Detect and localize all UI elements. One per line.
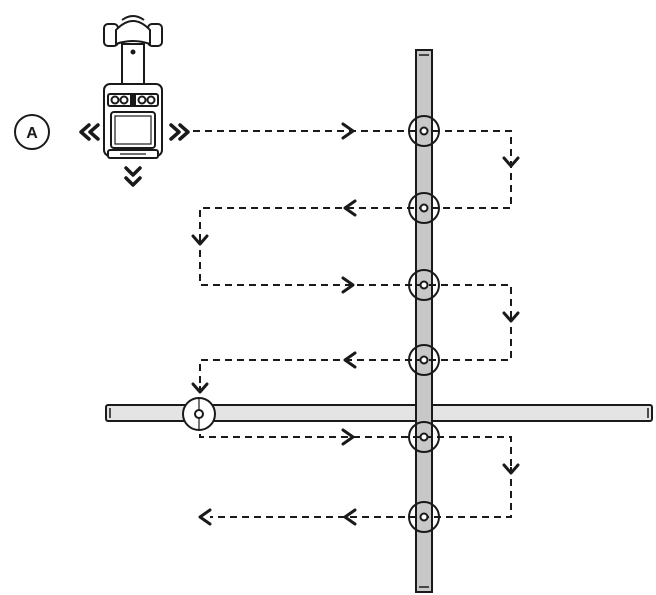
circled-target-icon <box>408 115 440 147</box>
arrow-down-icon <box>191 382 209 394</box>
arrow-right-icon <box>341 428 355 446</box>
step-label-text: A <box>26 125 38 142</box>
scan-pass-2 <box>199 161 512 238</box>
arrow-left-icon <box>343 199 357 217</box>
scan-pass-5 <box>199 386 512 467</box>
circled-target-icon <box>408 344 440 376</box>
scan-pass-1 <box>193 130 512 161</box>
arrow-right-icon <box>341 276 355 294</box>
step-label: A <box>14 114 50 150</box>
double-chevron-right-icon <box>169 123 190 141</box>
horizontal-pipe <box>105 404 653 422</box>
device-motion-chevrons <box>79 123 190 187</box>
circled-target-icon <box>408 421 440 453</box>
path-arrows <box>191 122 520 526</box>
circled-target-icon <box>408 269 440 301</box>
handheld-detector-icon <box>103 15 163 159</box>
double-chevron-left-icon <box>79 123 100 141</box>
arrow-left-icon <box>343 508 357 526</box>
arrow-down-icon <box>502 463 520 475</box>
arrow-left-icon <box>198 508 212 526</box>
scan-path <box>193 130 512 518</box>
scan-pass-3 <box>199 238 512 315</box>
pipe-markers <box>182 115 440 533</box>
arrow-down-icon <box>502 311 520 323</box>
scan-pass-6 <box>210 467 512 518</box>
arrow-left-icon <box>343 351 357 369</box>
vertical-pipe <box>415 49 433 593</box>
scan-pass-4 <box>199 315 512 386</box>
arrow-down-icon <box>502 156 520 168</box>
double-chevron-down-icon <box>124 166 142 187</box>
circled-target-icon <box>182 397 216 431</box>
arrow-right-icon <box>341 122 355 140</box>
circled-target-icon <box>408 192 440 224</box>
arrow-down-icon <box>191 234 209 246</box>
circled-target-icon <box>408 501 440 533</box>
